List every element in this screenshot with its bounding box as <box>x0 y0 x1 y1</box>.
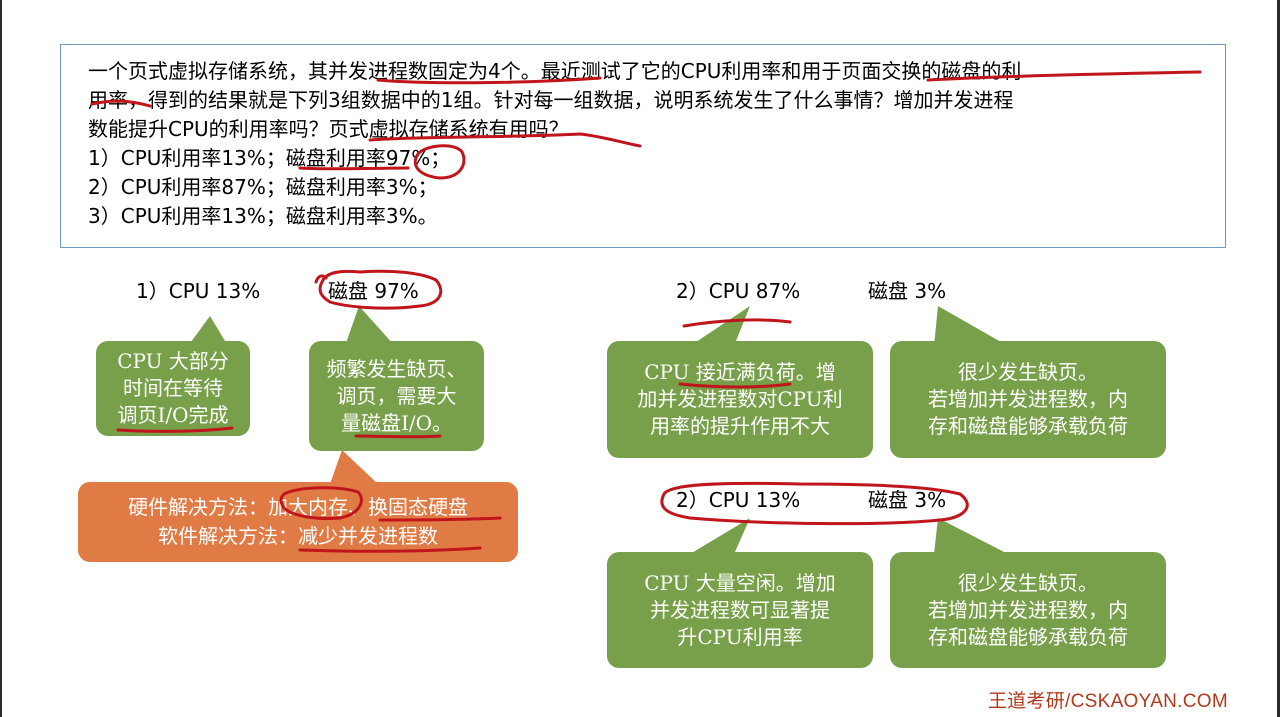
case2-disk-bubble-line: 若增加并发进程数，内 <box>928 387 1128 411</box>
case3-disk-bubble-tail <box>934 518 1008 554</box>
question-item-2: 2）CPU利用率87%；磁盘利用率3%； <box>88 175 438 199</box>
case3-disk-bubble-line: 若增加并发进程数，内 <box>928 597 1128 622</box>
case3-cpu-bubble-line: CPU 大量空闲。增加 <box>644 570 836 595</box>
case3-disk-bubble-line: 存和磁盘能够承载负荷 <box>928 624 1128 649</box>
case3-cpu-bubble-line: 升CPU利用率 <box>677 624 803 649</box>
case2-cpu-bubble-tail <box>690 306 750 346</box>
case3-disk-bubble-line: 很少发生缺页。 <box>958 570 1098 595</box>
question-item-1: 1）CPU利用率13%；磁盘利用率97%； <box>88 146 451 170</box>
case1-cpu-bubble-line: 时间在等待 <box>123 376 223 400</box>
question-box <box>60 44 1226 248</box>
case1-cpu-bubble: CPU 大部分 时间在等待 调页I/O完成 <box>96 341 250 436</box>
window-frame-left <box>0 0 2 717</box>
hardware-solution-text: 硬件解决方法：加大内存、换固态硬盘 <box>128 495 468 519</box>
case1-disk-bubble-line: 频繁发生缺页、 <box>326 356 467 381</box>
case3-cpu-label: 2）CPU 13% <box>676 488 801 512</box>
case1-cpu-label: 1）CPU 13% <box>136 279 261 303</box>
case1-disk-bubble: 频繁发生缺页、 调页，需要大 量磁盘I/O。 <box>309 341 484 451</box>
footer-watermark: 王道考研/CSKAOYAN.COM <box>987 691 1228 712</box>
case2-disk-label: 磁盘 3% <box>868 279 947 303</box>
case2-cpu-bubble-line: 加并发进程数对CPU利 <box>637 387 843 411</box>
question-item-3: 3）CPU利用率13%；磁盘利用率3%。 <box>88 204 438 228</box>
case3-disk-label: 磁盘 3% <box>868 488 947 512</box>
case1-cpu-bubble-tail <box>188 316 228 346</box>
case2-disk-bubble-tail <box>934 306 1008 346</box>
case2-cpu-label: 2）CPU 87% <box>676 279 801 303</box>
annotation-mark <box>314 274 328 284</box>
case3-cpu-bubble-tail <box>690 518 750 554</box>
question-line-1: 一个页式虚拟存储系统，其并发进程数固定为4个。最近测试了它的CPU利用率和用于页… <box>88 59 1022 83</box>
case2-disk-bubble-line: 存和磁盘能够承载负荷 <box>928 414 1128 438</box>
case2-cpu-bubble: CPU 接近满负荷。增 加并发进程数对CPU利 用率的提升作用不大 <box>607 341 873 458</box>
case1-disk-bubble-line: 量磁盘I/O。 <box>340 410 453 435</box>
case3-cpu-bubble: CPU 大量空闲。增加 并发进程数可显著提 升CPU利用率 <box>607 552 873 668</box>
case3-cpu-bubble-line: 并发进程数可显著提 <box>650 597 830 622</box>
case1-cpu-bubble-line: 调页I/O完成 <box>117 403 229 427</box>
case1-solution-box: 硬件解决方法：加大内存、换固态硬盘 软件解决方法：减少并发进程数 <box>78 482 518 562</box>
case1-cpu-bubble-line: CPU 大部分 <box>117 349 229 373</box>
case1-disk-bubble-line: 调页，需要大 <box>336 383 457 408</box>
question-line-2: 用率，得到的结果就是下列3组数据中的1组。针对每一组数据，说明系统发生了什么事情… <box>88 88 1014 112</box>
case2-cpu-bubble-line: CPU 接近满负荷。增 <box>644 360 836 384</box>
case1-disk-bubble-tail <box>345 306 395 346</box>
question-line-3: 数能提升CPU的利用率吗？页式虚拟存储系统有用吗？ <box>88 117 569 141</box>
case1-solution-tail <box>330 450 378 484</box>
case2-disk-bubble-line: 很少发生缺页。 <box>958 360 1098 384</box>
case3-disk-bubble: 很少发生缺页。 若增加并发进程数，内 存和磁盘能够承载负荷 <box>890 552 1166 668</box>
case1-disk-label: 磁盘 97% <box>328 279 419 303</box>
software-solution-text: 软件解决方法：减少并发进程数 <box>158 524 438 548</box>
case2-cpu-bubble-line: 用率的提升作用不大 <box>650 414 830 438</box>
case2-disk-bubble: 很少发生缺页。 若增加并发进程数，内 存和磁盘能够承载负荷 <box>890 341 1166 458</box>
window-frame-right <box>1277 0 1280 717</box>
